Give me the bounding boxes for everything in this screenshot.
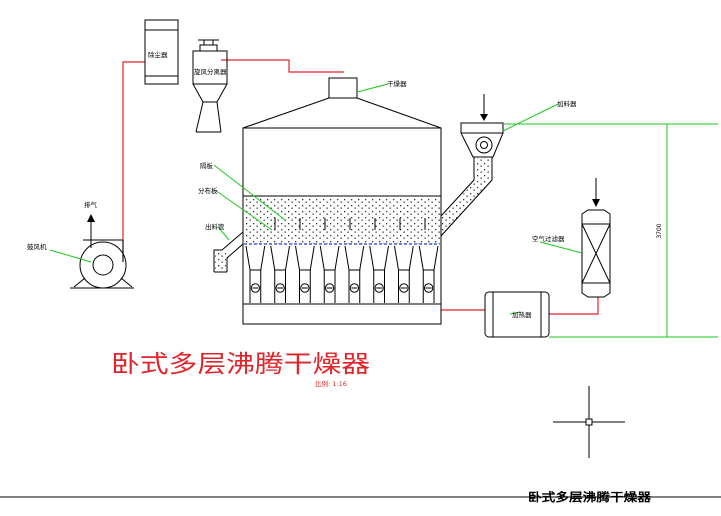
nozzle [300,283,310,293]
wind-box-cells [245,245,439,303]
hopper [418,245,439,271]
nozzle [324,283,335,293]
hopper [295,245,315,271]
diagram-title: 卧式多层沸腾干燥器 [111,350,370,378]
partitions [274,218,426,230]
nozzle [250,283,261,293]
air-filter [581,209,611,298]
label-heater: 加热器 [512,310,532,319]
discharge-pipe [213,231,244,273]
hopper [319,245,340,271]
cyclone-separator [192,39,228,133]
label-dryer: 干燥器 [387,79,407,88]
hopper [245,245,266,271]
crosshair-cursor [553,386,625,458]
leader-lines [49,83,583,315]
dust-collector [144,19,179,85]
label-fan: 鼓风机 [27,242,47,251]
label-discharge-pipe: 出料管 [205,222,225,231]
hopper [369,245,389,271]
label-air-filter: 空气过滤器 [532,234,565,243]
scale-label: 比例: 1:16 [315,379,347,388]
height-dimension [503,123,718,338]
hopper [270,245,290,271]
hopper [394,245,414,271]
nozzle [349,283,360,293]
feeder-rotor [475,136,493,154]
nozzle [275,283,285,293]
label-partition: 隔板 [200,161,214,170]
feeder-rotor-hub [480,141,488,149]
heater [484,291,550,338]
hopper [344,245,365,271]
fan [70,239,134,289]
dryer-body [242,77,442,325]
label-feeder: 加料器 [557,99,577,108]
label-distributor: 分布板 [198,186,218,195]
nozzle [374,283,384,293]
exhaust-arrow-head [87,214,95,222]
air-inlet-arrow-head [592,199,600,207]
duct-lines [122,59,599,315]
feed-arrow-head [480,114,488,121]
fluidized-bed [244,197,440,244]
feeder [440,122,504,237]
discharge-pipe-fill [215,252,226,271]
dimension-value: 3700 [656,223,663,238]
label-cyclone: 旋风分离器 [194,67,227,76]
footer-title: 卧式多层沸腾干燥器 [528,490,652,504]
label-exhaust: 排气 [84,200,98,209]
feeder-chute-fill [442,158,491,234]
label-dust-collector: 除尘器 [148,50,168,59]
nozzle [423,283,434,293]
nozzle [399,283,409,293]
